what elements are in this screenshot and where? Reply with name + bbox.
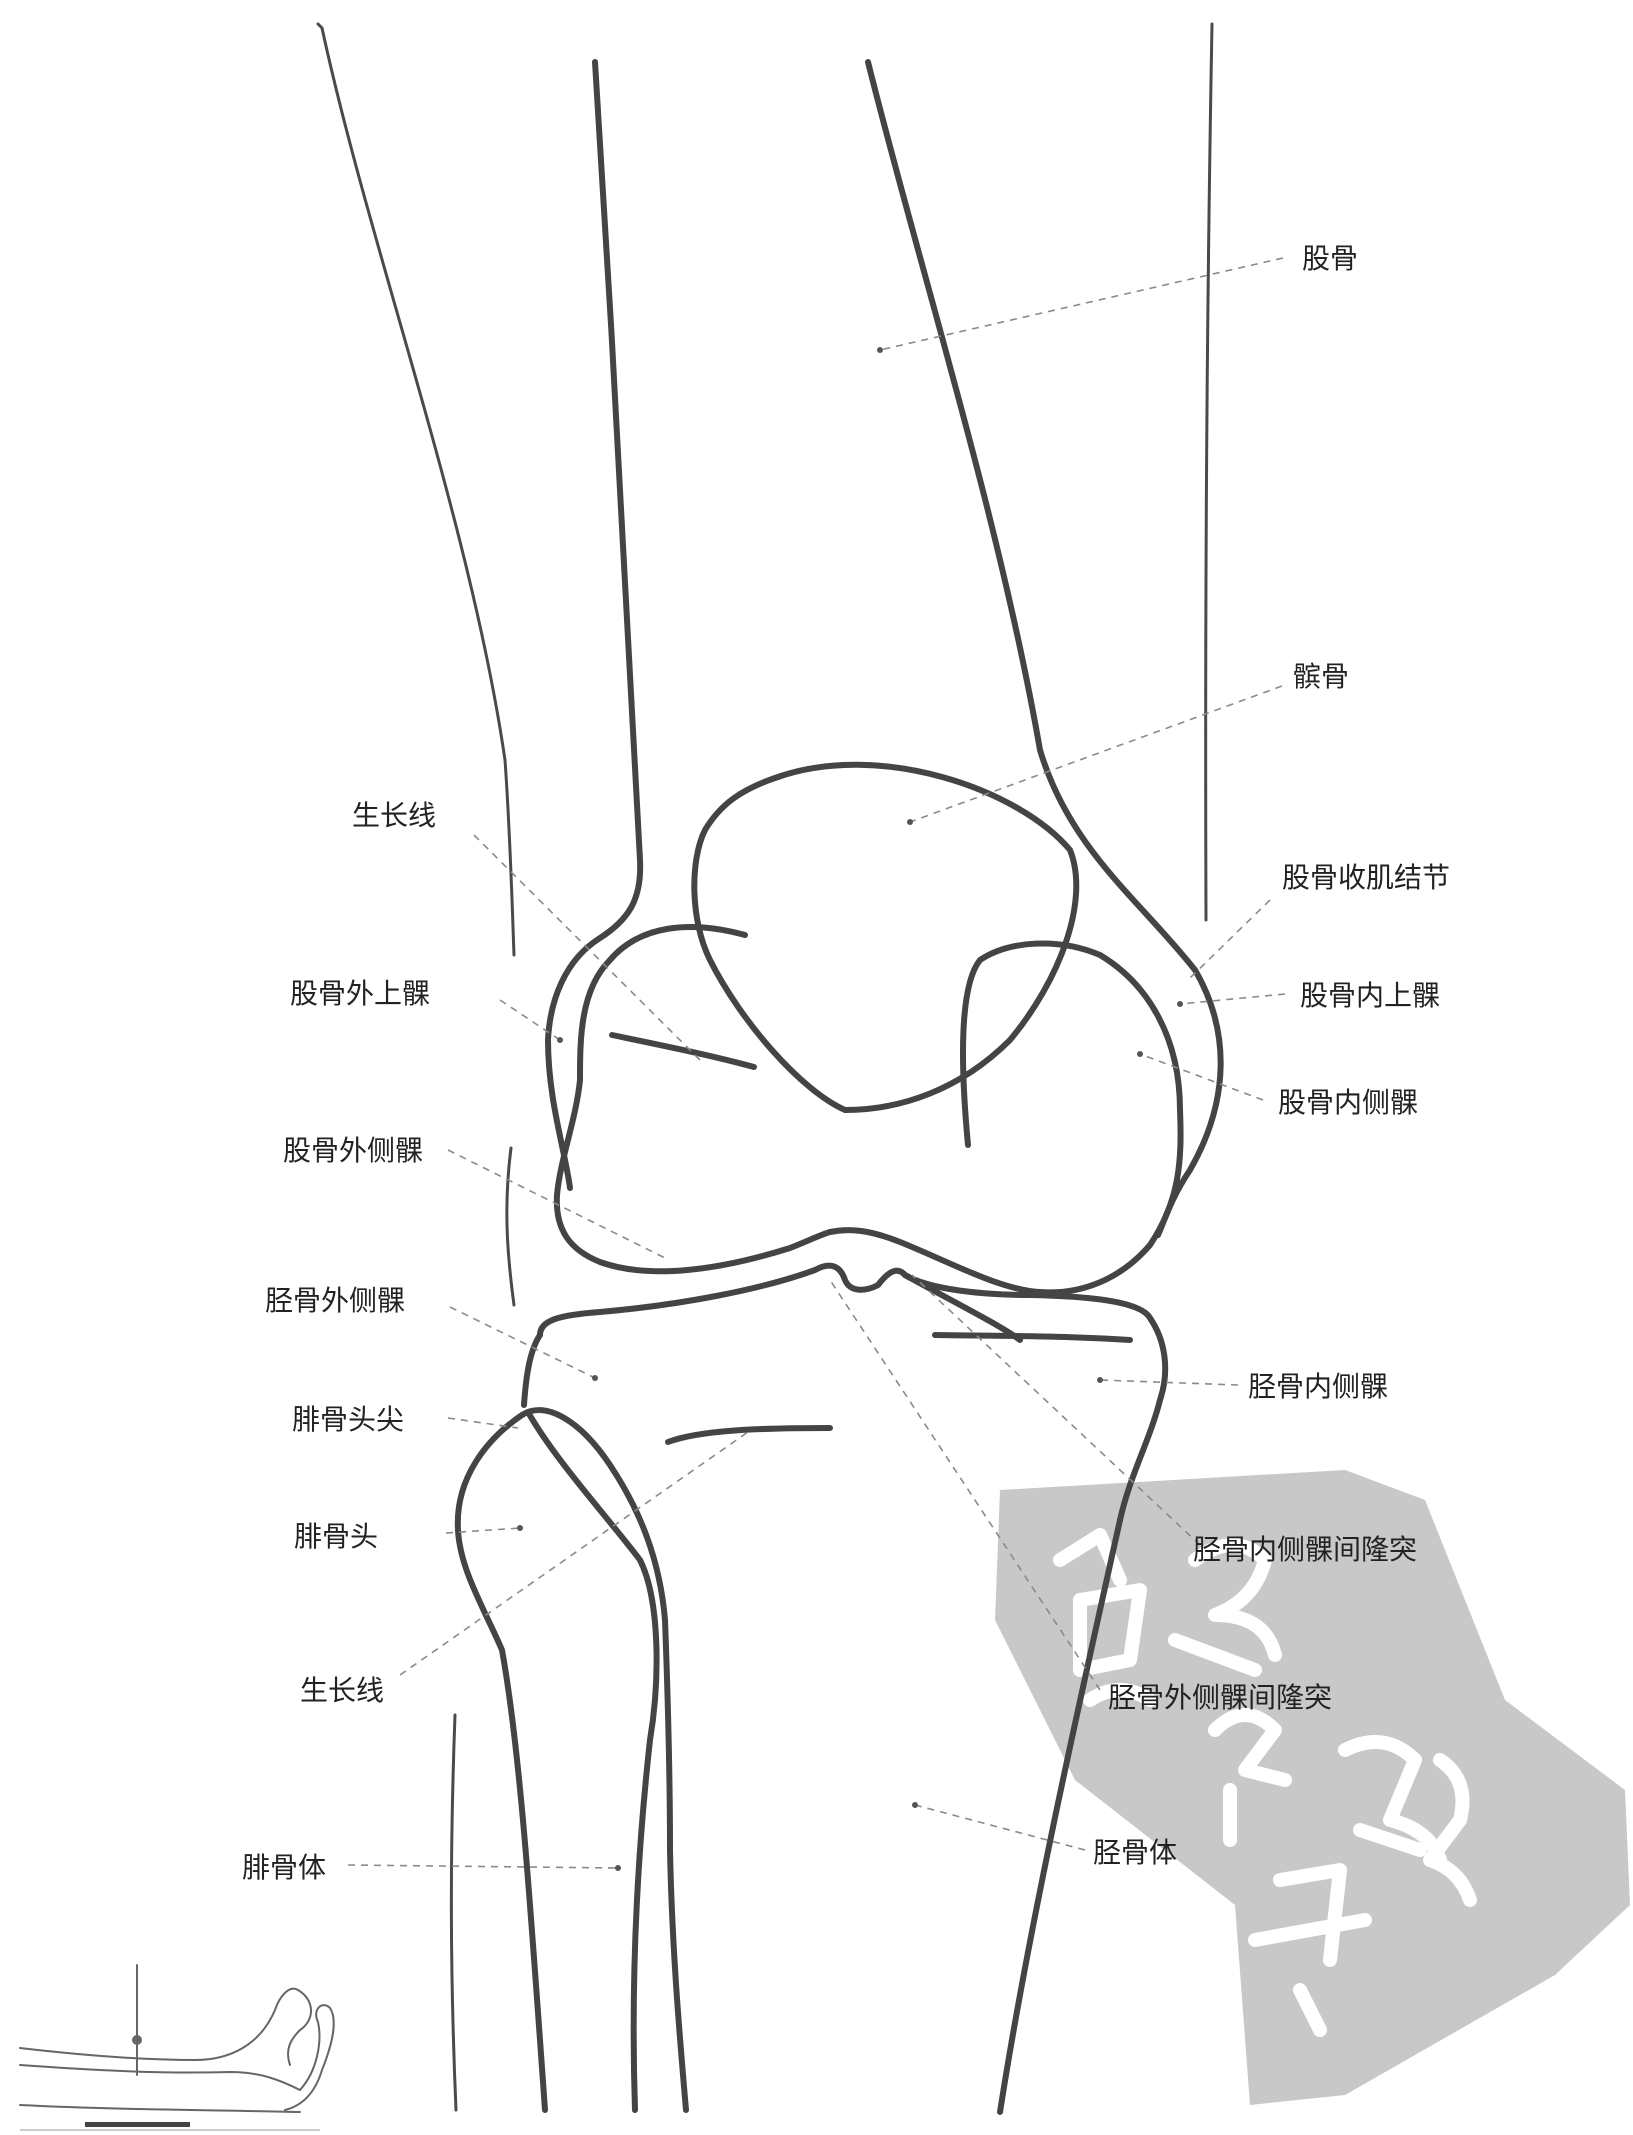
label-lateral-condyle: 股骨外侧髁: [283, 1134, 423, 1167]
label-fibula-shaft: 腓骨体: [242, 1851, 326, 1884]
lateral-soft-tissue-knee: [507, 1148, 514, 1305]
label-medial-intercondylar-tubercle: 胫骨内侧髁间隆突: [1193, 1533, 1417, 1566]
tibia-lateral-condyle-edge: [524, 1335, 540, 1405]
label-growth-line-upper: 生长线: [352, 799, 436, 832]
patella-outline: [694, 765, 1076, 1110]
lateral-soft-tissue-leg: [451, 1715, 456, 2110]
tibia-plateau-outline: [540, 1266, 1165, 1520]
supine-patient-positioning-icon: [20, 1965, 334, 2130]
label-medial-condyle: 股骨内侧髁: [1278, 1086, 1418, 1119]
label-patella: 髌骨: [1293, 660, 1349, 693]
label-fibula-head: 腓骨头: [294, 1520, 378, 1553]
label-adductor-tubercle: 股骨收肌结节: [1282, 861, 1450, 894]
femur-medial-condyle-outline: [830, 944, 1181, 1293]
label-tibia-medial-condyle: 胫骨内侧髁: [1248, 1370, 1388, 1403]
label-femur: 股骨: [1302, 242, 1358, 275]
label-fibula-apex: 腓骨头尖: [292, 1403, 404, 1436]
fibula-head-outline: [458, 1415, 545, 2110]
label-tibia-shaft: 胫骨体: [1093, 1836, 1177, 1869]
tibia-medial-plateau-line: [935, 1335, 1130, 1340]
label-growth-line-lower: 生长线: [300, 1674, 384, 1707]
femur-lateral-cortex: [548, 62, 640, 1188]
tibia-growth-line: [668, 1428, 830, 1442]
label-medial-epicondyle: 股骨内上髁: [1300, 979, 1440, 1012]
label-lateral-intercondylar-tubercle: 胫骨外侧髁间隆突: [1108, 1681, 1332, 1714]
femur-lateral-inner-line: [612, 1035, 754, 1067]
medial-skin-line: [1206, 24, 1212, 920]
femur-medial-cortex: [868, 62, 1221, 1235]
label-lateral-epicondyle: 股骨外上髁: [290, 977, 430, 1010]
femur-lateral-condyle-outline: [557, 927, 830, 1271]
label-tibia-lateral-condyle: 胫骨外侧髁: [265, 1284, 405, 1317]
